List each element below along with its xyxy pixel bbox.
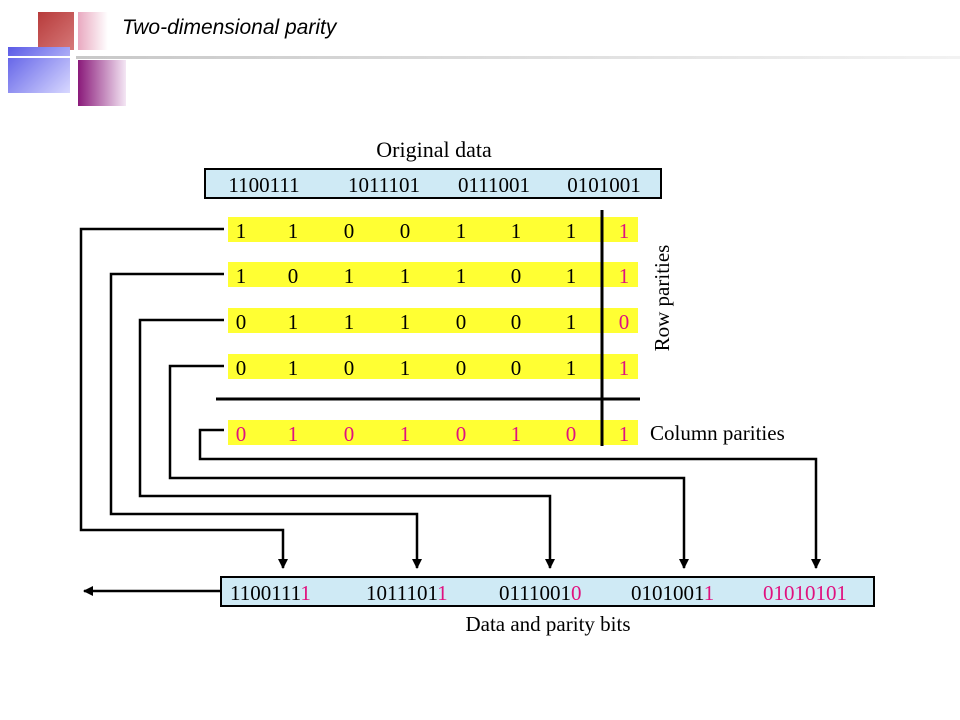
connector-row-1 (79, 227, 288, 569)
data-row: 1 1 0 0 1 1 1 1 (236, 219, 630, 243)
column-parity-bit: 1 (400, 422, 411, 446)
row-parities-label: Row parities (650, 245, 674, 352)
deco-hline (0, 56, 130, 58)
column-parity-bit: 0 (236, 422, 247, 446)
bit: 0 (511, 310, 522, 334)
output-word: 01110010 (499, 581, 581, 605)
original-data-label: Original data (376, 137, 492, 162)
original-data-word: 1011101 (348, 173, 420, 197)
original-data-words: 1100111 1011101 0111001 0101001 (228, 173, 640, 197)
output-word: 01010101 (763, 581, 847, 605)
bit: 1 (288, 356, 299, 380)
data-row: 0 1 1 1 0 0 1 0 (236, 310, 630, 334)
output-words: 11001111 10111011 01110010 01010011 0101… (230, 581, 847, 605)
bit: 0 (344, 219, 355, 243)
deco-vline (74, 0, 76, 108)
bit: 1 (511, 219, 522, 243)
output-word: 01010011 (631, 581, 714, 605)
bit: 0 (288, 264, 299, 288)
row-highlight (228, 354, 638, 379)
bit: 0 (511, 356, 522, 380)
column-parity-bit: 0 (566, 422, 577, 446)
deco-blue-block (8, 47, 70, 93)
bit: 1 (566, 356, 577, 380)
bit: 1 (288, 310, 299, 334)
deco-red-block (38, 12, 76, 50)
bit: 0 (400, 219, 411, 243)
output-box (220, 576, 875, 607)
data-row: 1 0 1 1 1 0 1 1 (236, 264, 630, 288)
connector-lines (79, 227, 821, 596)
bit: 1 (344, 264, 355, 288)
row-parity-bit: 1 (619, 264, 630, 288)
bit: 1 (400, 356, 411, 380)
deco-purple-block (78, 60, 126, 106)
bit: 0 (236, 310, 247, 334)
bit: 0 (236, 356, 247, 380)
connector-row-3 (138, 318, 555, 569)
bit: 0 (456, 310, 467, 334)
output-word: 10111011 (366, 581, 448, 605)
column-parity-bit: 0 (344, 422, 355, 446)
deco-pink-block (78, 12, 108, 50)
bit: 1 (566, 264, 577, 288)
row-parity-bit: 1 (619, 356, 630, 380)
title-divider (76, 56, 960, 59)
original-data-word: 1100111 (228, 173, 299, 197)
bit: 1 (236, 264, 247, 288)
original-data-word: 0111001 (458, 173, 530, 197)
bit: 1 (236, 219, 247, 243)
bit: 1 (400, 264, 411, 288)
bit: 1 (566, 310, 577, 334)
data-row: 0 1 0 1 0 0 1 1 (236, 356, 630, 380)
bit: 0 (344, 356, 355, 380)
column-parity-bit: 1 (511, 422, 522, 446)
bit: 1 (344, 310, 355, 334)
original-data-box (204, 168, 662, 199)
slide-title: Two-dimensional parity (122, 16, 337, 39)
column-parity-bit: 1 (288, 422, 299, 446)
column-parity-row: 0 1 0 1 0 1 0 1 (236, 422, 630, 446)
bit: 0 (456, 356, 467, 380)
output-label: Data and parity bits (465, 612, 630, 636)
bit: 1 (288, 219, 299, 243)
row-highlight (228, 217, 638, 242)
bit: 1 (566, 219, 577, 243)
bit: 0 (511, 264, 522, 288)
column-parity-highlight (228, 420, 638, 445)
row-highlight (228, 308, 638, 333)
original-data-word: 0101001 (567, 173, 641, 197)
connector-row-4 (168, 364, 689, 569)
column-parities-label: Column parities (650, 421, 785, 445)
row-parity-bit: 0 (619, 310, 630, 334)
row-highlight (228, 262, 638, 287)
bit: 1 (456, 219, 467, 243)
row-parity-bit: 1 (619, 219, 630, 243)
bit: 1 (456, 264, 467, 288)
connector-column-parity (198, 428, 821, 569)
column-parity-bit: 0 (456, 422, 467, 446)
column-parity-bit: 1 (619, 422, 630, 446)
bit: 1 (400, 310, 411, 334)
output-word: 11001111 (230, 581, 311, 605)
corner-decoration (0, 0, 130, 108)
connector-row-2 (109, 272, 422, 569)
